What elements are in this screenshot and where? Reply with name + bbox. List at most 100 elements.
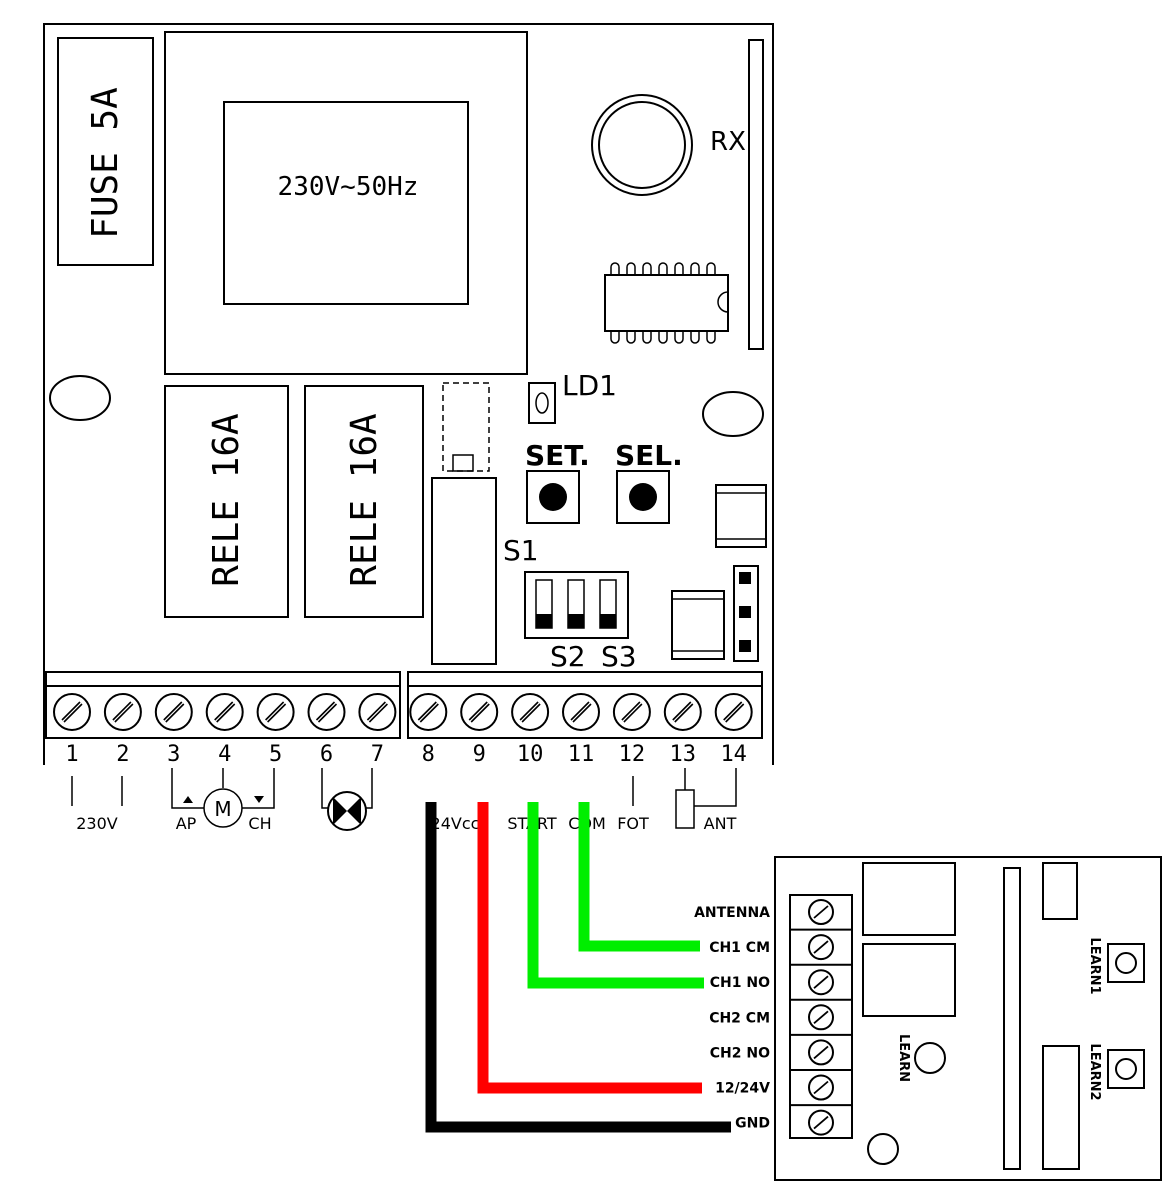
relay-label: RELE 16A — [206, 413, 247, 587]
receiver-terminal-label: GND — [735, 1116, 770, 1132]
switch-label-s2: S2 — [550, 640, 586, 673]
power-230v: 230V — [71, 776, 123, 833]
switch-label-s3: S3 — [601, 640, 637, 673]
terminal-block-right — [407, 671, 763, 739]
receiver-terminal-screw — [790, 1069, 852, 1101]
mounting-hole — [49, 375, 111, 421]
terminal-number: 3 — [167, 742, 180, 767]
capacitor-component — [671, 484, 767, 660]
terminal-screw — [205, 693, 244, 731]
supply-label: 24Vcc — [431, 814, 480, 833]
fuse-label: FUSE 5A — [85, 87, 126, 239]
receiver-relay — [862, 943, 956, 1017]
rx-label: RX — [710, 127, 746, 157]
receiver-terminal-label: ANTENNA — [694, 905, 770, 921]
switch-label-s1: S1 — [503, 534, 539, 567]
terminal-screws — [53, 693, 753, 731]
transformer-label: 230V~50Hz — [278, 172, 419, 202]
led-label: LD1 — [562, 369, 617, 402]
set-button[interactable]: SET. — [525, 439, 590, 524]
learn-label: LEARN — [896, 1034, 911, 1082]
terminal-number: 13 — [670, 742, 697, 767]
wire-gnd — [425, 802, 731, 1133]
terminal-screw — [663, 693, 702, 731]
terminal-screw — [154, 693, 193, 731]
terminal-screw — [358, 693, 397, 731]
receiver-terminal-label: 12/24V — [715, 1081, 770, 1097]
receiver-relay — [862, 862, 956, 936]
motor-open-label: AP — [176, 814, 197, 833]
terminal-number: 4 — [218, 742, 231, 767]
power-label: 230V — [76, 814, 118, 833]
terminal-screw — [460, 693, 499, 731]
wire-start — [527, 802, 704, 989]
receiver-terminal-label: CH2 CM — [709, 1010, 770, 1026]
motor-label: M — [214, 797, 231, 821]
terminal-number: 14 — [720, 742, 747, 767]
terminal-screw — [53, 693, 91, 731]
antenna-label: ANT — [704, 814, 737, 833]
receiver-terminal-label: CH1 NO — [710, 975, 770, 991]
photocell-label: FOT — [617, 814, 649, 833]
dip-switch[interactable]: S1 S2 S3 — [503, 534, 637, 673]
terminal-number: 9 — [473, 742, 486, 767]
pin-header — [431, 382, 497, 665]
motor-symbol: M AP CH — [171, 768, 275, 833]
relay-label: RELE 16A — [344, 413, 385, 587]
receiver-terminal-label: CH2 NO — [710, 1045, 770, 1061]
learn2-label: LEARN2 — [1087, 1043, 1102, 1100]
receiver-terminal-screw — [808, 899, 834, 925]
terminal-number: 7 — [371, 742, 384, 767]
input-labels: 24Vcc START COM FOT — [431, 776, 649, 833]
sel-button[interactable]: SEL. — [615, 439, 683, 524]
terminal-number: 6 — [320, 742, 333, 767]
terminal-number: 10 — [517, 742, 544, 767]
terminal-screw — [307, 693, 346, 731]
transformer: 230V~50Hz — [164, 31, 528, 375]
receiver-connector: RX — [591, 39, 764, 350]
terminal-block-left — [45, 671, 401, 739]
receiver-terminal-screw — [790, 1033, 852, 1066]
receiver-terminal-screws — [790, 899, 852, 1136]
sel-button-label: SEL. — [615, 439, 683, 472]
wire-supply — [477, 802, 702, 1094]
receiver-terminal-label: CH1 CM — [709, 940, 770, 956]
learn1-label: LEARN1 — [1087, 937, 1102, 994]
receiver-terminal-labels: ANTENNA CH1 CM CH1 NO CH2 CM CH2 NO 12/24V GND — [694, 905, 770, 1132]
receiver-terminal-screw — [790, 998, 852, 1031]
jumper-header — [733, 565, 759, 662]
relay-2: RELE 16A — [304, 385, 424, 618]
terminal-screw — [562, 693, 600, 731]
receiver-terminal-screw — [790, 963, 852, 996]
mounting-hole — [702, 391, 764, 437]
fuse: FUSE 5A — [57, 37, 154, 266]
receiver-terminal-screw — [790, 1104, 852, 1136]
terminal-screw — [409, 693, 448, 731]
terminal-number: 11 — [568, 742, 595, 767]
terminal-number: 1 — [65, 742, 78, 767]
terminal-number: 5 — [269, 742, 282, 767]
led-ld1: LD1 — [528, 369, 617, 424]
learn-button[interactable]: LEARN — [896, 1034, 946, 1082]
lamp-symbol — [321, 768, 373, 831]
terminal-screw — [103, 693, 142, 731]
main-control-board: FUSE 5A 230V~50Hz RX — [43, 23, 774, 833]
antenna-symbol: ANT — [675, 768, 737, 833]
terminal-number: 12 — [619, 742, 646, 767]
motor-close-label: CH — [248, 814, 271, 833]
wires — [425, 802, 731, 1133]
learn1-button[interactable]: LEARN1 — [1087, 937, 1145, 995]
ic-chip — [604, 262, 729, 344]
terminal-number: 2 — [116, 742, 129, 767]
set-button-label: SET. — [525, 439, 590, 472]
wire-common — [578, 802, 700, 952]
learn2-button[interactable]: LEARN2 — [1087, 1043, 1145, 1101]
terminal-number: 8 — [422, 742, 435, 767]
receiver-module: ANTENNA CH1 CM CH1 NO CH2 CM CH2 NO 12/24V GND… — [694, 856, 1162, 1181]
relay-1: RELE 16A — [164, 385, 289, 618]
terminal-screw — [612, 693, 651, 731]
terminal-screw — [714, 693, 753, 731]
terminal-screw — [511, 693, 550, 731]
